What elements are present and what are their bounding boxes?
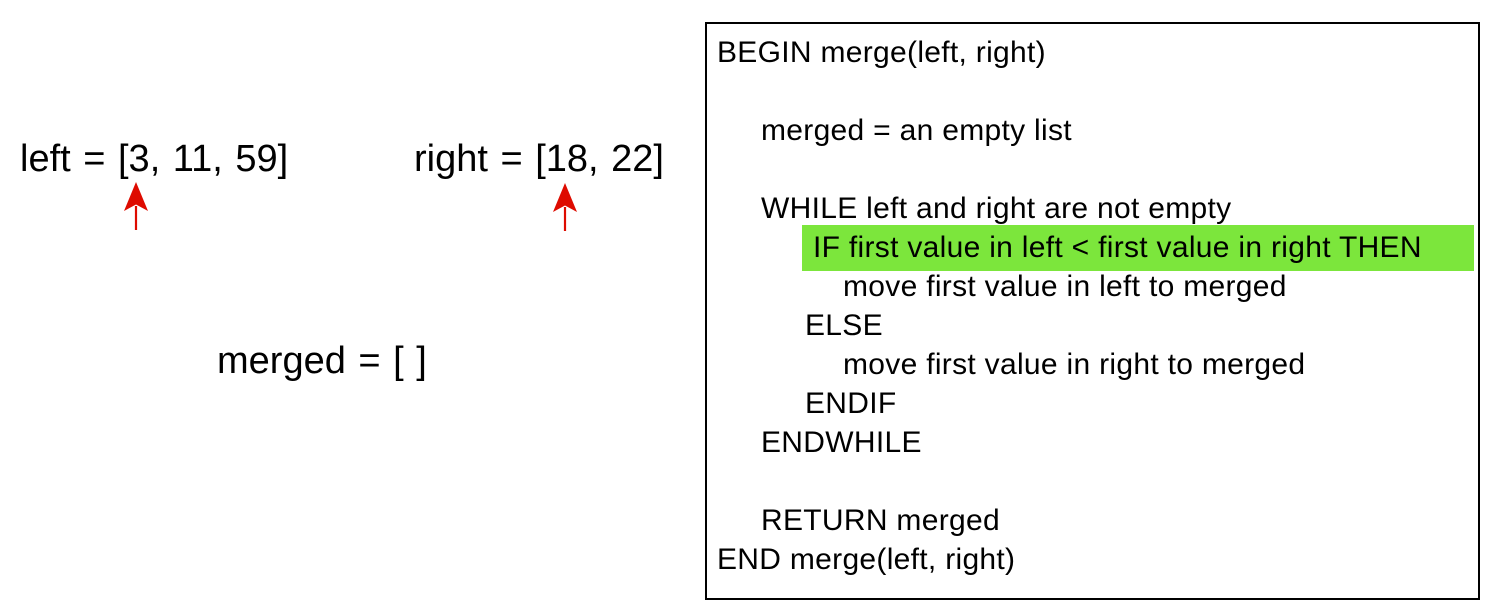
pseudocode-line: move first value in left to merged	[843, 270, 1287, 303]
right-list-label: right = [18, 22]	[414, 138, 664, 180]
left-pointer-arrow-icon	[124, 182, 148, 230]
pseudocode-line: BEGIN merge(left, right)	[717, 36, 1046, 69]
pseudocode-line	[717, 150, 1474, 189]
pseudocode-box: BEGIN merge(left, right) merged = an empt…	[705, 22, 1480, 600]
pseudocode-line: ELSE	[805, 309, 883, 342]
pseudocode-line: ENDWHILE	[761, 426, 922, 459]
right-pointer-arrow-icon	[553, 183, 577, 231]
pseudocode-line	[717, 462, 1474, 501]
merged-list-label: merged = [ ]	[217, 340, 427, 382]
left-list-label: left = [3, 11, 59]	[20, 138, 289, 180]
pseudocode-line: merged = an empty list	[761, 114, 1072, 147]
pseudocode-line: move first value in right to merged	[843, 348, 1306, 381]
pseudocode-line: ENDIF	[805, 387, 897, 420]
pseudocode-line: END merge(left, right)	[717, 543, 1016, 576]
pseudocode-line	[717, 72, 1474, 111]
pseudocode-line: WHILE left and right are not empty	[761, 192, 1232, 225]
pseudocode-line: RETURN merged	[761, 504, 1000, 537]
pseudocode-line-highlighted: IF first value in left < first value in …	[802, 225, 1474, 271]
